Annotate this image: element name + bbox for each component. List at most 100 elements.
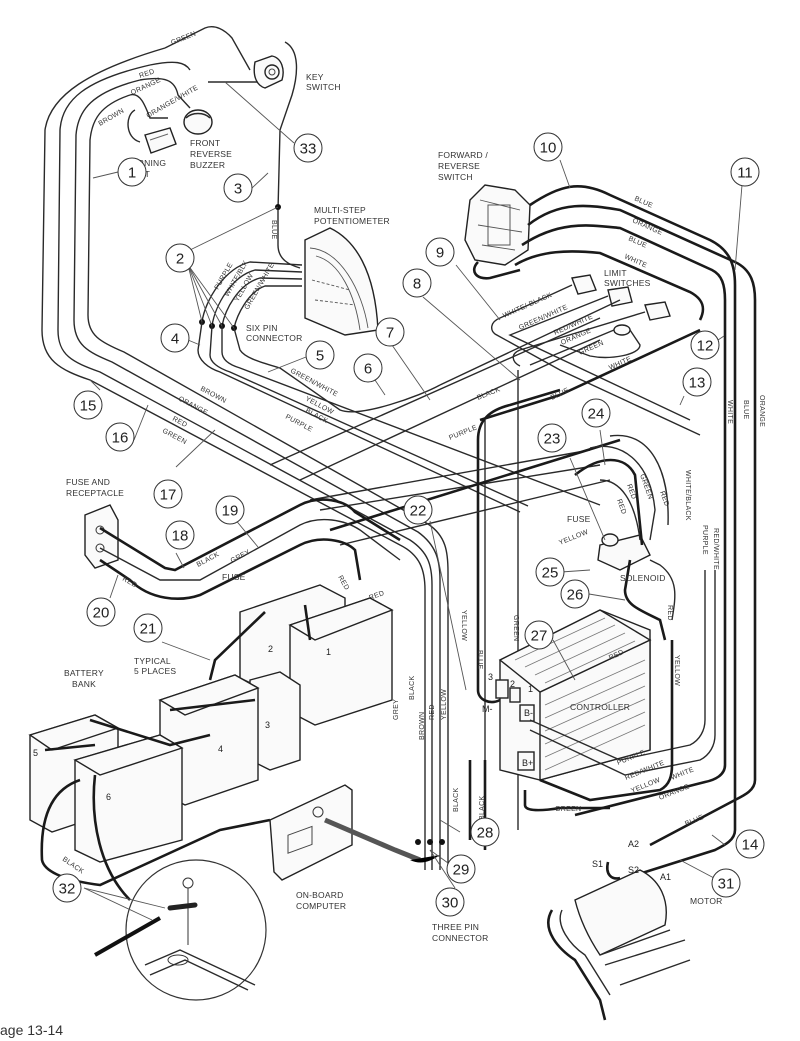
controller-terminal-b-plus: B+ <box>522 758 533 768</box>
wire-label-purple-v: PURPLE <box>701 525 708 555</box>
callout-circle <box>560 579 590 609</box>
wire-label-blue-mid: BLUE <box>550 387 571 402</box>
motor-terminal-s1: S1 <box>592 859 603 869</box>
callout-22: 22 <box>403 495 433 525</box>
three-pin-connector-pin <box>439 839 445 845</box>
wire-label-blue-ctrl: BLUE <box>476 650 483 670</box>
callout-24: 24 <box>581 398 611 428</box>
callout-circle <box>537 423 567 453</box>
callout-33: 33 <box>293 133 323 163</box>
wire-label-white-out: WHITE <box>670 766 695 782</box>
callout-circle <box>402 268 432 298</box>
connector-downstream <box>197 321 601 513</box>
callout-number: 8 <box>413 276 421 293</box>
callout-number: 33 <box>300 141 317 158</box>
battery-label-4: 4 <box>218 744 223 754</box>
callout-leaders <box>83 81 743 921</box>
fr-heavy-wires <box>473 184 757 882</box>
callout-9: 9 <box>425 237 455 267</box>
callout-23: 23 <box>537 423 567 453</box>
wire-label-black-mid: BLACK <box>476 386 501 402</box>
battery-label-6: 6 <box>106 792 111 802</box>
multi-step-potentiometer <box>304 227 379 336</box>
callout-19: 19 <box>215 495 245 525</box>
callout-circle <box>165 520 195 550</box>
callout-circle <box>735 829 765 859</box>
wire-label-red-top: RED <box>138 68 155 80</box>
callout-circle <box>403 495 433 525</box>
callout-circle <box>730 157 760 187</box>
wire-label-black-bat: BLACK <box>61 856 85 876</box>
callout-circle <box>470 817 500 847</box>
callout-circle <box>533 132 563 162</box>
callout-number: 3 <box>234 181 242 198</box>
callout-1: 1 <box>117 157 147 187</box>
battery-label-5: 5 <box>33 748 38 758</box>
callout-circle <box>105 422 135 452</box>
wire-label-green-top: GREEN <box>170 30 197 46</box>
callout-number: 2 <box>176 251 184 268</box>
six-pin-wires <box>201 261 303 329</box>
callout-21: 21 <box>133 613 163 643</box>
wire-label-green-sol: GREEN <box>638 473 654 500</box>
callout-circle <box>133 613 163 643</box>
callout-11: 11 <box>730 157 760 187</box>
three-pin-connector-pin <box>427 839 433 845</box>
wire-label-red-white-v: RED/WHITE <box>712 528 719 570</box>
callout-number: 10 <box>540 140 557 157</box>
wire-label-purple-mid: PURPLE <box>448 424 478 442</box>
callout-number: 4 <box>171 331 179 348</box>
controller-terminal-3: 3 <box>488 672 493 682</box>
callout-circle <box>86 597 116 627</box>
callout-number: 13 <box>689 375 706 392</box>
forward-reverse-switch <box>464 184 531 266</box>
callout-number: 11 <box>737 165 753 182</box>
wire-label-orange: ORANGE <box>177 396 209 417</box>
callout-15: 15 <box>73 390 103 420</box>
callout-10: 10 <box>533 132 563 162</box>
callout-29: 29 <box>446 854 476 884</box>
wire-label-red-sol: RED <box>625 483 637 500</box>
controller-terminal-1: 1 <box>528 684 533 694</box>
callout-8: 8 <box>402 268 432 298</box>
wire-label-blue-v: BLUE <box>742 400 749 420</box>
motor <box>547 861 691 1021</box>
callout-number: 24 <box>588 406 605 423</box>
key-switch <box>253 55 284 89</box>
callout-number: 21 <box>140 621 157 638</box>
callout-number: 17 <box>160 487 177 504</box>
callout-26: 26 <box>560 579 590 609</box>
wire-label-purple: PURPLE <box>284 414 314 434</box>
callout-number: 6 <box>364 361 372 378</box>
motor-terminal-s2: S2 <box>628 865 639 875</box>
callout-circle <box>535 557 565 587</box>
callout-number: 12 <box>697 338 714 355</box>
callout-circle <box>446 854 476 884</box>
callout-circle <box>160 323 190 353</box>
front-reverse-buzzer <box>183 109 213 135</box>
callout-circle <box>293 133 323 163</box>
callout-number: 20 <box>93 605 110 622</box>
callout-5: 5 <box>305 340 335 370</box>
solenoid-label: SOLENOID <box>620 573 666 583</box>
callout-circle <box>353 353 383 383</box>
wire-label-blue-fr2: BLUE <box>627 235 648 249</box>
top-wires <box>129 26 301 269</box>
callout-circle <box>711 868 741 898</box>
battery-label-2: 2 <box>268 644 273 654</box>
battery-label-1: 1 <box>326 647 331 657</box>
callout-2: 2 <box>165 243 195 273</box>
callout-number: 22 <box>410 503 427 520</box>
wire-label-green-white: GREEN/WHITE <box>289 368 339 399</box>
battery-bank <box>28 584 394 901</box>
main-harness <box>41 47 449 870</box>
fuse-label: FUSE <box>222 572 246 582</box>
wire-label-blue-out: BLUE <box>684 814 705 828</box>
callout-number: 28 <box>477 825 494 842</box>
callout-32: 32 <box>52 873 82 903</box>
